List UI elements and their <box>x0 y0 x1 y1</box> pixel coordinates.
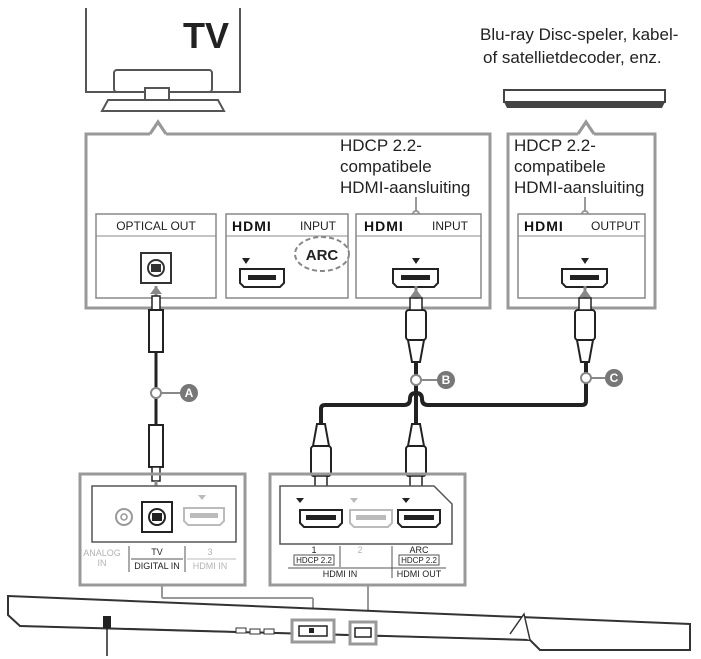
cable-marker-a: A <box>150 384 198 402</box>
cable-b-label: B <box>442 373 451 387</box>
arc-badge: ARC <box>306 247 339 264</box>
tv-illustration: TV <box>85 8 241 112</box>
source-description-line2: of satellietdecoder, enz. <box>483 48 662 67</box>
analog-in-label-line2: IN <box>98 558 107 568</box>
source-hdcp-note-line1: HDCP 2.2- <box>514 136 596 155</box>
tv-hdmi-input-port: HDMI INPUT <box>355 213 482 299</box>
cable-a-label: A <box>185 386 194 400</box>
tv-hdcp-note-line1: HDCP 2.2- <box>340 136 422 155</box>
arc-label: ARC <box>409 545 429 555</box>
hdmi-in-1-number: 1 <box>311 545 316 555</box>
source-hdmi-output-port: HDMI OUTPUT <box>517 213 646 299</box>
hdmi-out-label: HDMI OUT <box>397 569 442 579</box>
hdmi-output-label: OUTPUT <box>591 219 641 233</box>
source-hdcp-note-line3: HDMI-aansluiting <box>514 178 644 197</box>
hdmi-input-label: INPUT <box>432 219 469 233</box>
tv-optical-out-port: OPTICAL OUT <box>95 213 217 299</box>
analog-in-label-line1: ANALOG <box>83 548 121 558</box>
hdmi-cable-c <box>310 286 596 505</box>
hdmi-out-hdcp: HDCP 2.2 <box>401 556 437 565</box>
cable-marker-c: C <box>580 369 623 387</box>
cable-c-label: C <box>610 371 619 385</box>
hdmi-logo: HDMI <box>364 218 404 234</box>
digital-in-label: DIGITAL IN <box>134 561 180 571</box>
source-description-line1: Blu-ray Disc-speler, kabel- <box>480 25 678 44</box>
soundbar-right-panel: 1 HDCP 2.2 2 ARC HDCP 2.2 HDMI IN HDMI O… <box>268 472 467 587</box>
source-device-illustration <box>503 89 666 108</box>
hdmi-input-arc-label: INPUT <box>300 219 337 233</box>
soundbar-left-panel: ANALOG IN TV DIGITAL IN 3 HDMI IN <box>78 472 247 587</box>
hdmi-cable-b <box>319 286 588 505</box>
hdmi-in-1-hdcp: HDCP 2.2 <box>296 556 332 565</box>
tv-hdmi-input-arc-port: HDMI INPUT ARC <box>225 213 350 299</box>
hdmi-logo: HDMI <box>524 218 564 234</box>
hdmi-in-3-label: HDMI IN <box>193 561 228 571</box>
tv-hdcp-note-line3: HDMI-aansluiting <box>340 178 470 197</box>
hdmi-in-group-label: HDMI IN <box>323 569 358 579</box>
soundbar-illustration <box>7 594 691 656</box>
hdmi-in-2-number: 2 <box>357 545 362 555</box>
hdmi-logo: HDMI <box>232 218 272 234</box>
optical-out-label: OPTICAL OUT <box>116 219 196 233</box>
source-hdcp-note-line2: compatibele <box>514 157 606 176</box>
cable-marker-b: B <box>410 371 455 389</box>
tv-hdcp-note-line2: compatibele <box>340 157 432 176</box>
hdmi-in-3-number: 3 <box>207 547 212 557</box>
tv-input-label: TV <box>151 547 163 557</box>
tv-label: TV <box>183 15 229 56</box>
